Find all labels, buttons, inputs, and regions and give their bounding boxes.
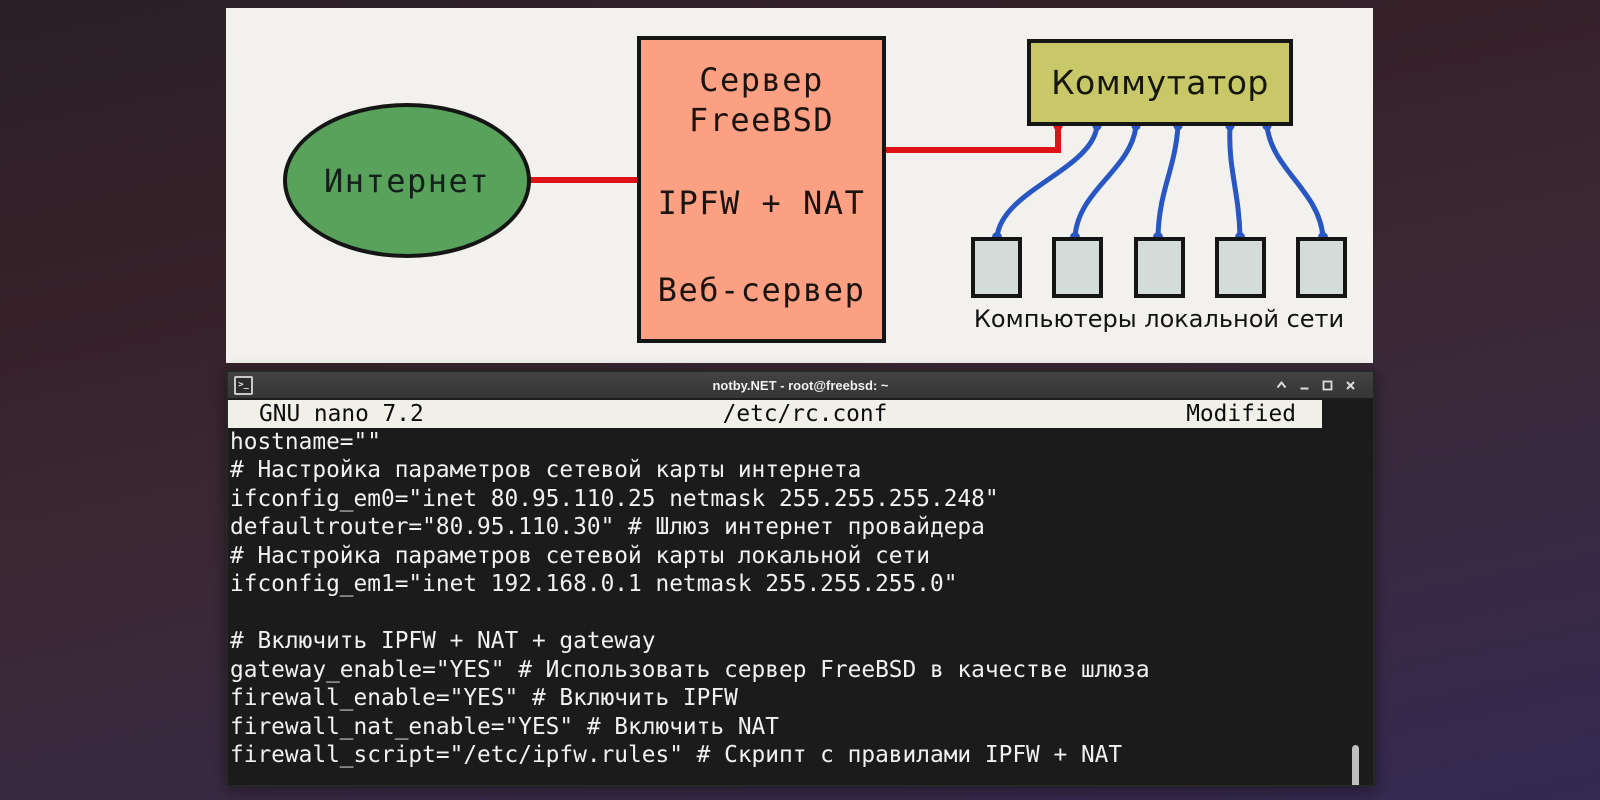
nano-modified-status: Modified (1186, 401, 1296, 427)
nano-version-label: GNU nano 7.2 (259, 401, 424, 427)
terminal-icon: >_ (234, 376, 253, 395)
computer-node (971, 237, 1022, 298)
editor-line: ifconfig_em1="inet 192.168.0.1 netmask 2… (230, 571, 958, 598)
computer-node (1215, 237, 1266, 298)
computers-label: Компьютеры локальной сети (973, 305, 1345, 333)
lan-cable-2 (1072, 123, 1139, 240)
nano-filename: /etc/rc.conf (722, 401, 888, 427)
internet-label: Интернет (323, 161, 491, 200)
shade-button[interactable] (1275, 379, 1288, 392)
server-box: Сервер FreeBSD IPFW + NAT Веб-сервер (637, 36, 886, 343)
computer-node (1296, 237, 1347, 298)
editor-line: defaultrouter="80.95.110.30" # Шлюз инте… (230, 514, 985, 541)
minimize-icon (1300, 387, 1309, 390)
nano-header: GNU nano 7.2 /etc/rc.conf Modified (228, 400, 1322, 428)
switch-label: Коммутатор (1051, 63, 1269, 102)
close-button[interactable] (1344, 379, 1357, 392)
editor-line: # Включить IPFW + NAT + gateway (230, 628, 656, 655)
terminal-titlebar[interactable]: >_ notby.NET - root@freebsd: ~ (228, 372, 1373, 399)
scrollbar-thumb[interactable] (1352, 745, 1359, 785)
computer-node (1052, 237, 1103, 298)
editor-line: # Настройка параметров сетевой карты инт… (230, 457, 862, 484)
network-diagram-panel: Интернет Сервер FreeBSD IPFW + NAT Веб-с… (226, 8, 1373, 363)
switch-box: Коммутатор (1027, 39, 1293, 126)
server-label-line3: IPFW + NAT (657, 184, 866, 222)
editor-line: gateway_enable="YES" # Использовать серв… (230, 656, 1150, 683)
editor-line: firewall_script="/etc/ipfw.rules" # Скри… (230, 741, 1123, 768)
terminal-content[interactable]: GNU nano 7.2 /etc/rc.conf Modified hostn… (228, 399, 1373, 785)
server-label-line2: FreeBSD (688, 101, 835, 139)
editor-line: firewall_nat_enable="YES" # Включить NAT (230, 713, 779, 740)
editor-lines: hostname="" # Настройка параметров сетев… (230, 428, 1340, 769)
server-label-line4: Веб-сервер (657, 271, 866, 309)
minimize-button[interactable] (1298, 379, 1311, 392)
chevron-up-icon (1276, 380, 1287, 389)
terminal-window: >_ notby.NET - root@freebsd: ~ (226, 370, 1375, 787)
window-title: notby.NET - root@freebsd: ~ (712, 377, 889, 393)
editor-line: firewall_enable="YES" # Включить IPFW (230, 685, 738, 712)
maximize-icon (1322, 380, 1333, 391)
lan-cable-1 (994, 123, 1100, 240)
close-icon (1346, 381, 1355, 390)
computer-node (1134, 237, 1185, 298)
lan-cable-4 (1227, 123, 1243, 240)
editor-line: # Настройка параметров сетевой карты лок… (230, 542, 930, 569)
maximize-button[interactable] (1321, 379, 1334, 392)
editor-line (230, 599, 1340, 627)
lan-cable-3 (1155, 123, 1181, 240)
editor-line: ifconfig_em0="inet 80.95.110.25 netmask … (230, 485, 999, 512)
server-label-line1: Сервер (699, 61, 824, 99)
wan-link-server-switch (883, 123, 1061, 153)
editor-line: hostname="" (230, 429, 381, 455)
lan-cable-5 (1264, 123, 1326, 240)
internet-ellipse: Интернет (283, 103, 531, 258)
window-controls (1275, 372, 1357, 399)
